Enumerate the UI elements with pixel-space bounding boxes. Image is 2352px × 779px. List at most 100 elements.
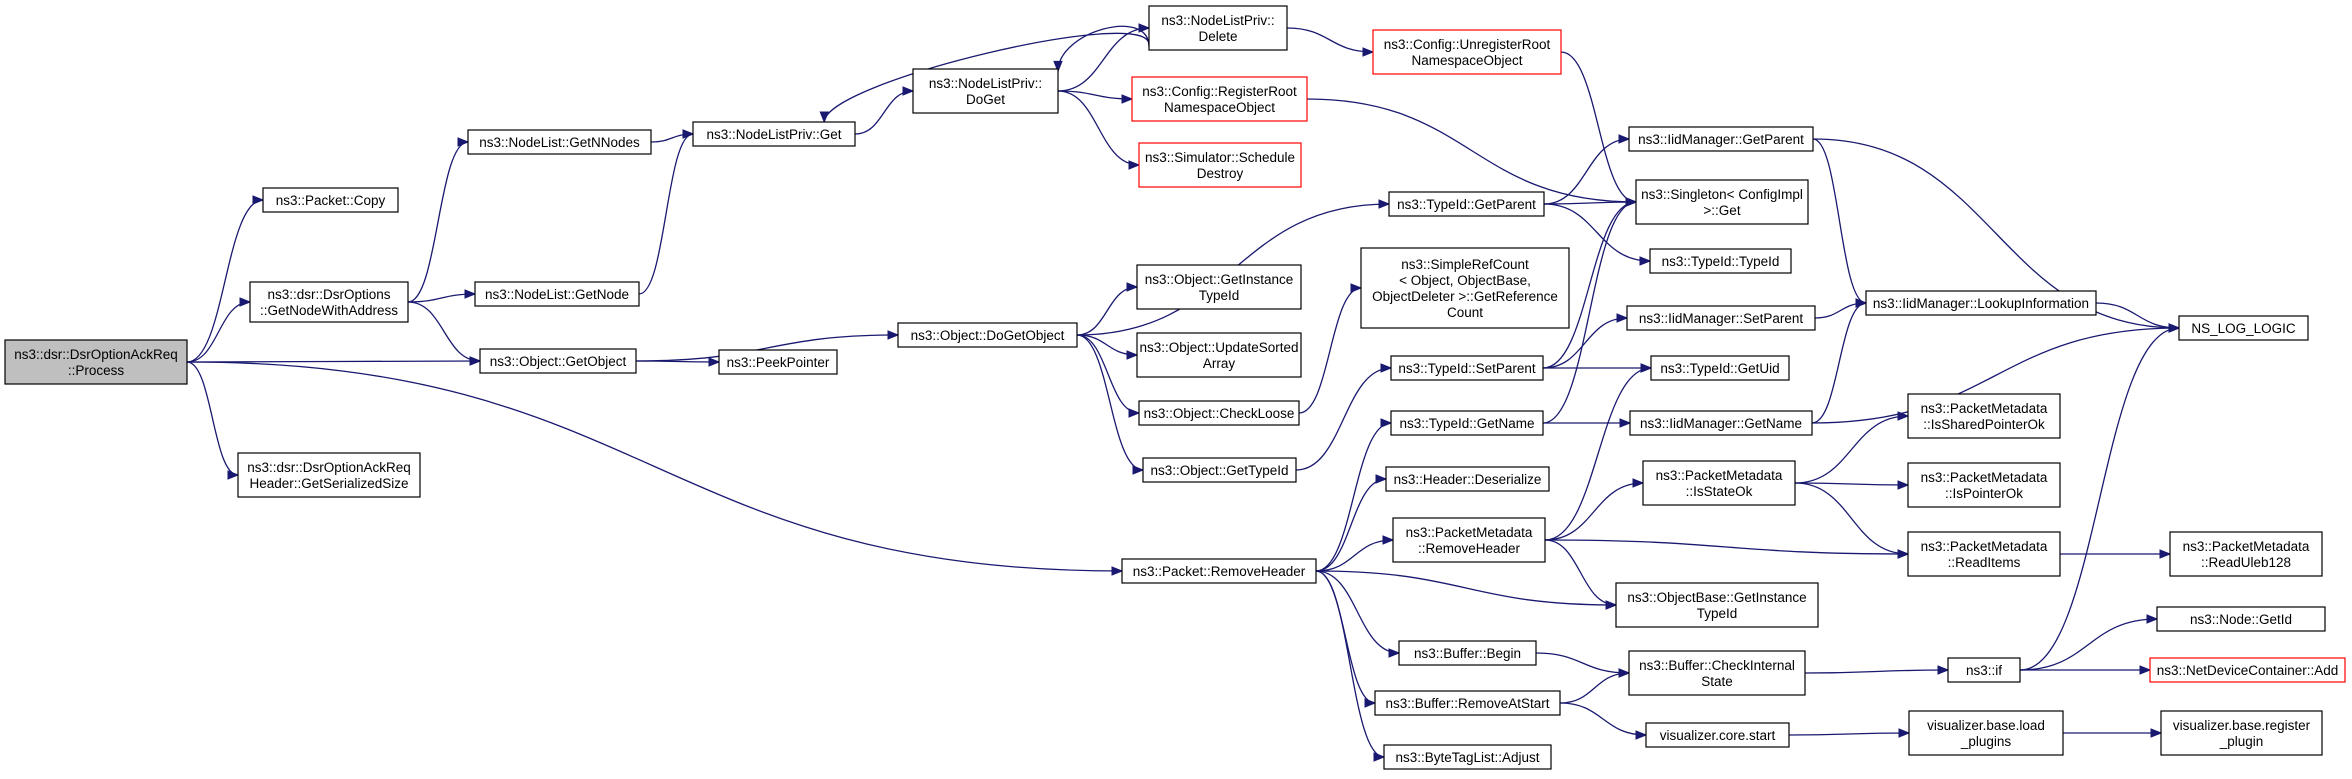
arrowhead	[1132, 465, 1145, 475]
node-config-unregister[interactable]: ns3::Config::UnregisterRootNamespaceObje…	[1372, 29, 1562, 75]
node-label: < Object, ObjectBase,	[1399, 273, 1531, 288]
node-typeid-getname[interactable]: ns3::TypeId::GetName	[1390, 410, 1544, 436]
edge-pm-removeheader-to-pm-isstateok	[1544, 482, 1644, 541]
node-pm-readitems[interactable]: ns3::PacketMetadata::ReadItems	[1907, 531, 2061, 577]
arrowhead	[1350, 283, 1363, 293]
node-label: ns3::PacketMetadata	[1921, 539, 2048, 554]
arrowhead	[1388, 648, 1401, 658]
node-simplerefcount[interactable]: ns3::SimpleRefCount< Object, ObjectBase,…	[1360, 247, 1570, 329]
node-pm-issharedpointerok[interactable]: ns3::PacketMetadata::IsSharedPointerOk	[1907, 393, 2061, 439]
node-getserializedsize[interactable]: ns3::dsr::DsrOptionAckReqHeader::GetSeri…	[237, 452, 421, 498]
node-label: State	[1701, 674, 1733, 689]
node-label: ns3::SimpleRefCount	[1401, 257, 1529, 272]
edge-ns3-if-to-node-getid	[2019, 618, 2158, 671]
node-typeid-getuid[interactable]: ns3::TypeId::GetUid	[1650, 355, 1790, 381]
node-visualizer-core-start[interactable]: visualizer.core.start	[1645, 722, 1790, 748]
node-bytetaglist-adjust[interactable]: ns3::ByteTagList::Adjust	[1383, 744, 1552, 770]
node-buffer-begin[interactable]: ns3::Buffer::Begin	[1398, 640, 1537, 666]
node-label: ::ReadItems	[1948, 555, 2021, 570]
node-label: >::Get	[1703, 203, 1740, 218]
node-object-getobject[interactable]: ns3::Object::GetObject	[479, 348, 637, 374]
node-ns-log-logic[interactable]: NS_LOG_LOGIC	[2178, 315, 2309, 341]
arrowhead	[1380, 363, 1393, 373]
edge-buffer-checkinternalstate-to-ns3-if	[1804, 669, 1949, 674]
arrowhead	[1362, 47, 1375, 57]
node-object-gettypeid[interactable]: ns3::Object::GetTypeId	[1142, 457, 1297, 483]
node-getnodewithaddress[interactable]: ns3::dsr::DsrOptions::GetNodeWithAddress	[249, 281, 409, 323]
node-visualizer-load-plugins[interactable]: visualizer.base.load_plugins	[1908, 710, 2064, 756]
node-nodelistpriv-doget[interactable]: ns3::NodeListPriv::DoGet	[912, 68, 1059, 114]
node-box	[912, 68, 1059, 114]
node-object-checkloose[interactable]: ns3::Object::CheckLoose	[1138, 400, 1300, 426]
arrowhead	[2168, 323, 2181, 333]
arrowhead	[2150, 728, 2163, 738]
node-pm-isstateok[interactable]: ns3::PacketMetadata::IsStateOk	[1642, 460, 1796, 506]
edge-typeid-getname-to-singleton-get	[1542, 201, 1637, 424]
node-box	[1131, 76, 1308, 122]
node-label: ns3::Object::GetTypeId	[1150, 463, 1288, 478]
node-nodelistpriv-get[interactable]: ns3::NodeListPriv::Get	[692, 121, 856, 147]
node-header-deserialize[interactable]: ns3::Header::Deserialize	[1385, 466, 1550, 492]
node-iid-lookup[interactable]: ns3::IidManager::LookupInformation	[1865, 290, 2097, 316]
edge-nodelistpriv-delete-to-config-unregister	[1286, 27, 1374, 53]
node-box	[1142, 457, 1297, 483]
node-peekpointer[interactable]: ns3::PeekPointer	[718, 349, 838, 375]
node-iid-getparent[interactable]: ns3::IidManager::GetParent	[1628, 126, 1814, 152]
node-iid-setparent[interactable]: ns3::IidManager::SetParent	[1626, 305, 1816, 331]
node-box	[1374, 690, 1561, 716]
arrowhead	[819, 111, 830, 124]
node-ns3-if[interactable]: ns3::if	[1947, 657, 2021, 683]
node-box	[2149, 657, 2346, 683]
node-pm-removeheader[interactable]: ns3::PacketMetadata::RemoveHeader	[1392, 517, 1546, 563]
node-typeid-typeid[interactable]: ns3::TypeId::TypeId	[1649, 248, 1792, 274]
node-netdevicecontainer-add[interactable]: ns3::NetDeviceContainer::Add	[2149, 657, 2346, 683]
node-getnnodes[interactable]: ns3::NodeList::GetNNodes	[467, 129, 652, 155]
node-label: ns3::Simulator::Schedule	[1145, 150, 1295, 165]
node-buffer-removeatstart[interactable]: ns3::Buffer::RemoveAtStart	[1374, 690, 1561, 716]
edge-buffer-begin-to-buffer-checkinternalstate	[1535, 652, 1630, 674]
edge-pm-isstateok-to-pm-issharedpointerok	[1794, 415, 1909, 484]
node-root[interactable]: ns3::dsr::DsrOptionAckReq::Process	[4, 339, 188, 385]
edge-ns3-if-to-ns-log-logic	[2019, 327, 2180, 671]
edge-pm-removeheader-to-objectbase-getinstancetypeid	[1544, 539, 1617, 606]
node-box	[1360, 247, 1570, 329]
node-pm-ispointerok[interactable]: ns3::PacketMetadata::IsPointerOk	[1907, 462, 2061, 508]
edge-getnodewithaddress-to-object-getobject	[407, 301, 481, 362]
node-packet-removeheader[interactable]: ns3::Packet::RemoveHeader	[1121, 558, 1317, 584]
node-node-getid[interactable]: ns3::Node::GetId	[2156, 606, 2326, 632]
node-label: ns3::dsr::DsrOptions	[267, 287, 390, 302]
edge-root-to-getserializedsize	[186, 361, 239, 476]
node-label: ns3::NodeList::GetNode	[485, 287, 629, 302]
node-label: ns3::ObjectBase::GetInstance	[1627, 590, 1806, 605]
node-label: ns3::Object::GetObject	[490, 354, 627, 369]
edge-packet-removeheader-to-buffer-begin	[1315, 570, 1400, 654]
edge-pm-removeheader-to-typeid-getuid	[1544, 367, 1652, 541]
node-iid-getname[interactable]: ns3::IidManager::GetName	[1629, 410, 1813, 436]
node-label: ::IsStateOk	[1686, 484, 1753, 499]
node-nodelist-getnode[interactable]: ns3::NodeList::GetNode	[474, 281, 640, 307]
arrowhead	[1111, 566, 1124, 576]
arrowhead	[2139, 665, 2152, 675]
node-box	[237, 452, 421, 498]
arrowhead	[1632, 478, 1645, 488]
node-box	[2178, 315, 2309, 341]
node-packet-copy[interactable]: ns3::Packet::Copy	[262, 187, 399, 213]
node-singleton-get[interactable]: ns3::Singleton< ConfigImpl>::Get	[1635, 179, 1809, 225]
node-typeid-setparent[interactable]: ns3::TypeId::SetParent	[1390, 355, 1544, 381]
edge-pm-removeheader-to-pm-readitems	[1544, 539, 1909, 555]
edge-iid-getparent-to-ns-log-logic	[1812, 138, 2180, 329]
node-visualizer-register-plugin[interactable]: visualizer.base.register_plugin	[2160, 710, 2323, 756]
node-pm-readuleb128[interactable]: ns3::PacketMetadata::ReadUleb128	[2169, 531, 2323, 577]
node-nodelistpriv-delete[interactable]: ns3::NodeListPriv::Delete	[1148, 5, 1288, 51]
node-typeid-getparent[interactable]: ns3::TypeId::GetParent	[1388, 191, 1545, 217]
node-label: ns3::PacketMetadata	[1921, 470, 2048, 485]
node-object-dogetobject[interactable]: ns3::Object::DoGetObject	[897, 322, 1078, 348]
arrowhead	[457, 137, 470, 147]
edge-typeid-getparent-to-iid-getparent	[1543, 138, 1630, 205]
